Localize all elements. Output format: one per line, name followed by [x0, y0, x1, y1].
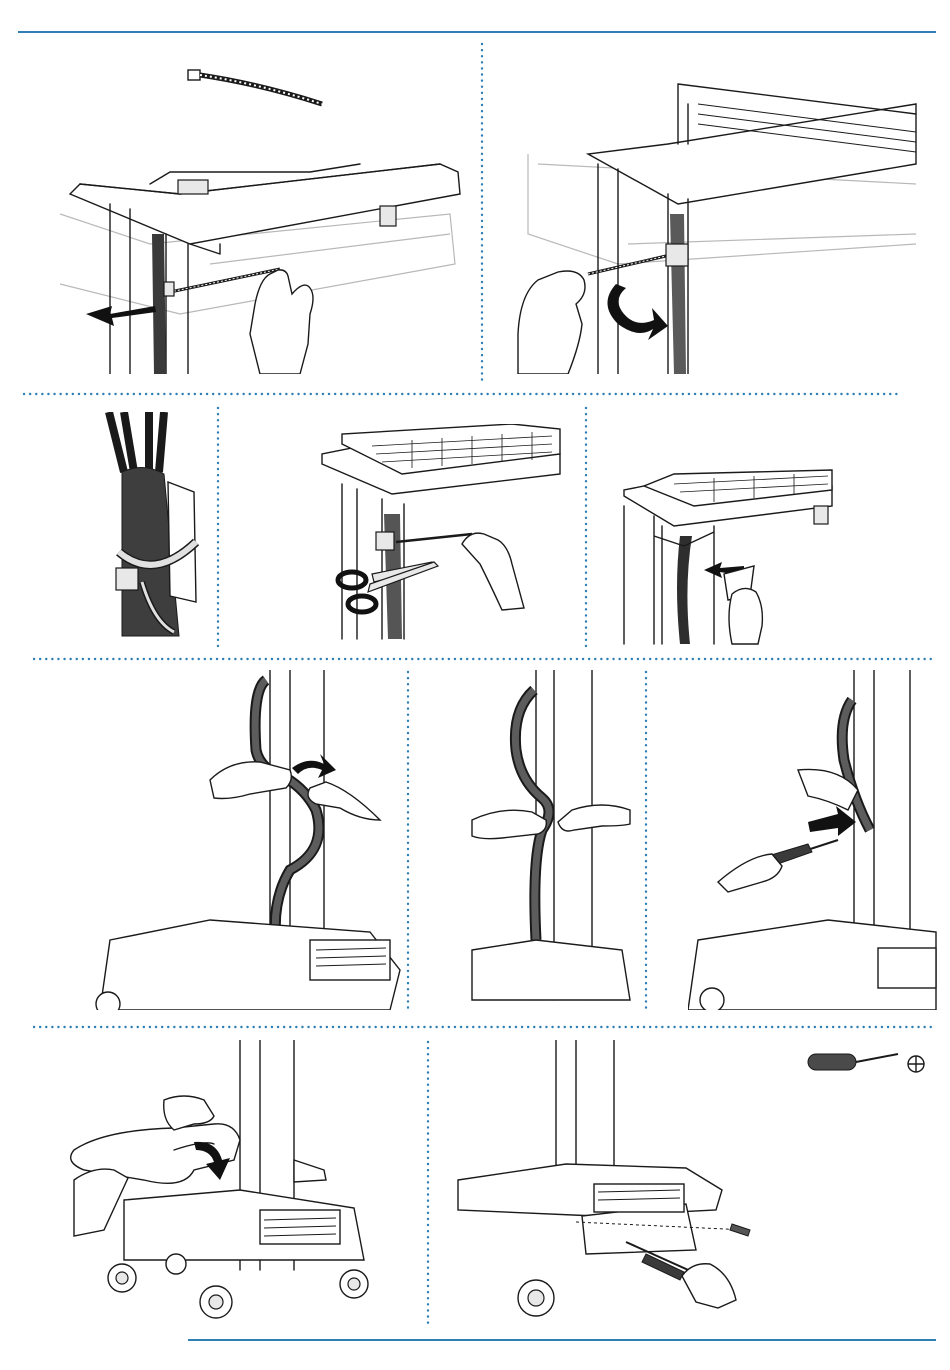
- step-6-illustration: [90, 670, 410, 1010]
- hand-icon: [462, 533, 524, 610]
- hand-icon: [472, 810, 546, 838]
- step-1-illustration: [60, 44, 480, 374]
- screw-icon: [730, 1224, 750, 1236]
- cable-tie-icon: [188, 70, 322, 104]
- screwdriver-icon: [808, 1054, 898, 1070]
- hand-icon: [518, 271, 585, 374]
- curved-arrow-icon: [607, 284, 668, 340]
- step-5-illustration: [614, 466, 834, 646]
- cable-tie-head-icon: [116, 568, 138, 590]
- arrow-left-icon: [86, 306, 156, 326]
- step-4-illustration: [312, 424, 562, 644]
- hand-icon: [250, 270, 313, 374]
- step-9-illustration: [64, 1040, 394, 1330]
- hand-icon: [718, 854, 782, 892]
- phillips-head-icon: [908, 1056, 924, 1072]
- step-3-illustration: [104, 412, 214, 642]
- hand-icon: [729, 588, 762, 644]
- hand-icon: [682, 1264, 736, 1308]
- curved-arrow-icon: [292, 754, 336, 778]
- arrow-right-icon: [808, 806, 856, 836]
- step-8-illustration: [688, 670, 938, 1010]
- hand-icon: [210, 762, 291, 799]
- step-2-illustration: [498, 44, 918, 374]
- step-7-illustration: [462, 670, 632, 1010]
- step-10-illustration: [456, 1040, 936, 1330]
